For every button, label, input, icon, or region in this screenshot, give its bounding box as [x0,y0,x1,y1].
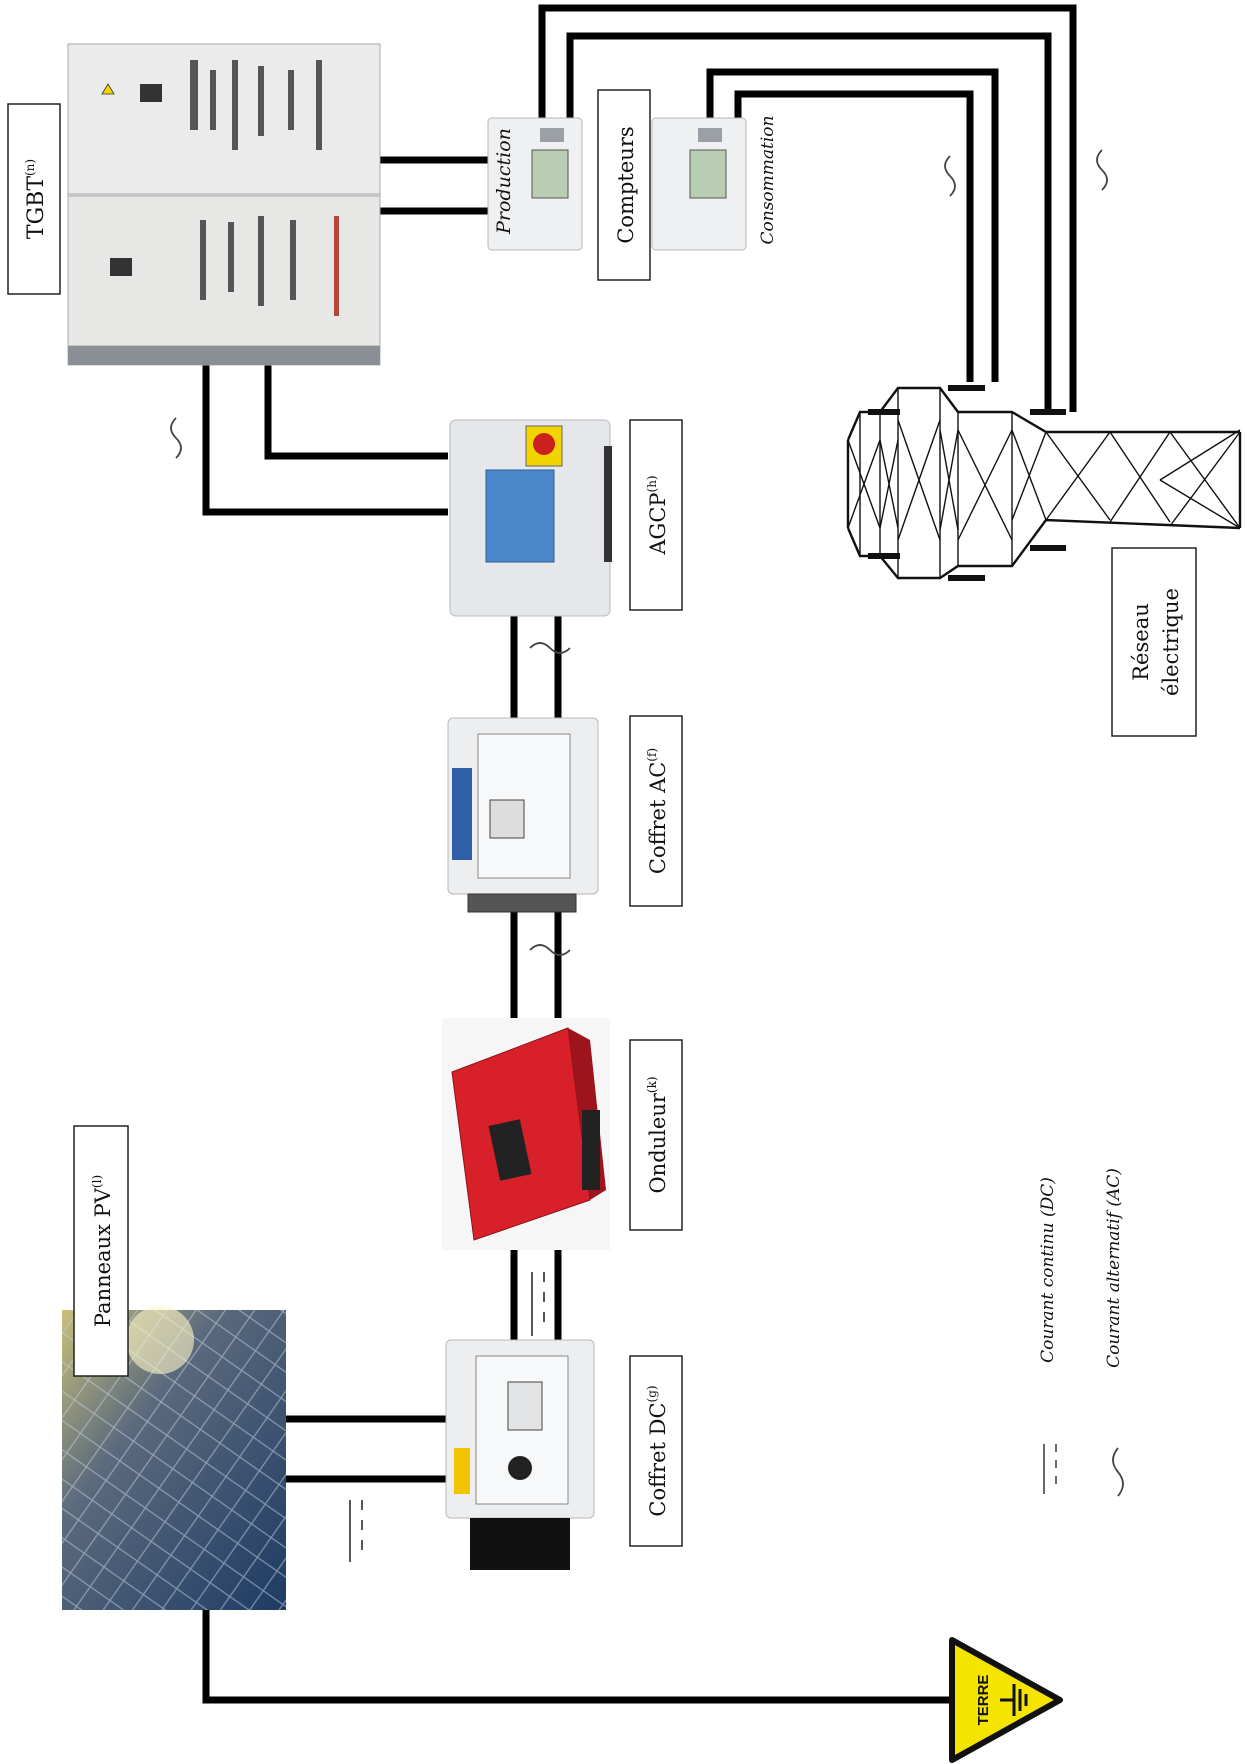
coffret-ac-label: Coffret AC(f) [629,715,683,907]
svg-text:TGBT(n): TGBT(n) [23,159,49,239]
coffret-dc-label: Coffret DC(g) [629,1355,683,1547]
onduleur-label-text: Onduleur [646,1092,670,1193]
terre-symbol: TERRE [949,1637,1063,1763]
legend-dc-label: Courant continu (DC) [1038,1177,1058,1363]
ac-symbol-reseau-1 [944,155,956,197]
compteurs-label: Compteurs [597,89,651,281]
ac-symbol-coffretac-onduleur [529,944,571,956]
dc-symbol-panneaux-coffretdc [349,1500,363,1562]
panneaux-label-text: Panneaux PV [91,1187,115,1327]
coffret-dc-label-sup: (g) [645,1385,659,1402]
coffret-dc-box [445,1339,595,1570]
panneaux-label-sup: (l) [90,1175,104,1188]
legend-dc-symbol [1043,1444,1057,1494]
legend-ac-symbol [1112,1447,1124,1497]
reseau-label: Réseau électrique [1111,547,1197,737]
coffret-dc-label-text: Coffret DC [646,1402,670,1516]
wire-tgbt-agcp-2 [264,365,448,460]
agcp-box [449,419,612,617]
dc-symbol-onduleur-coffretdc [531,1272,545,1336]
svg-text:AGCP(h): AGCP(h) [645,475,670,555]
tgbt-label: TGBT(n) [7,103,61,295]
agcp-label-sup: (h) [645,475,659,492]
meter-consommation-label: Consommation [758,116,778,245]
meter-production [487,117,583,251]
onduleur-box [442,1018,610,1250]
panneaux-label: Panneaux PV(l) [73,1125,129,1377]
tgbt-label-text: TGBT [24,176,49,239]
ac-symbol-agcp-coffretac [529,642,571,654]
coffret-ac-box [447,717,599,913]
compteurs-label-text: Compteurs [614,126,638,243]
reseau-label-line2: électrique [1159,588,1183,696]
ac-symbol-tgbt-agcp [170,417,182,459]
current-symbols [170,149,1108,1562]
ac-symbol-reseau-2 [1096,149,1108,191]
coffret-ac-label-sup: (f) [645,748,659,762]
svg-text:Onduleur(k): Onduleur(k) [645,1076,670,1193]
onduleur-label-sup: (k) [645,1076,659,1093]
meter-consommation [651,117,747,251]
pylon-icon [846,385,1242,581]
wire-tgbt-agcp-1 [202,365,448,516]
svg-text:Panneaux PV(l): Panneaux PV(l) [90,1175,115,1327]
reseau-label-line1: Réseau [1129,603,1153,681]
coffret-ac-label-text: Coffret AC [646,762,670,874]
tgbt-cabinet [67,43,381,366]
meter-production-label: Production [493,128,515,235]
legend-ac-label: Courant alternatif (AC) [1104,1168,1124,1368]
wire-production-reseau-1 [538,4,1077,412]
wire-panneaux-terre [202,1610,960,1704]
agcp-label: AGCP(h) [629,419,683,611]
wire-production-reseau-2 [566,32,1052,412]
terre-label: TERRE [975,1675,992,1726]
svg-text:Coffret DC(g): Coffret DC(g) [645,1385,670,1516]
agcp-label-text: AGCP [646,492,670,555]
wires [202,4,1077,1704]
tgbt-label-sup: (n) [23,159,37,176]
wire-consommation-reseau-1 [706,68,999,382]
wire-consommation-reseau-2 [734,90,974,382]
legend: Courant continu (DC) Courant alternatif … [1038,1168,1124,1497]
onduleur-label: Onduleur(k) [629,1039,683,1231]
svg-text:Coffret AC(f): Coffret AC(f) [645,748,670,874]
